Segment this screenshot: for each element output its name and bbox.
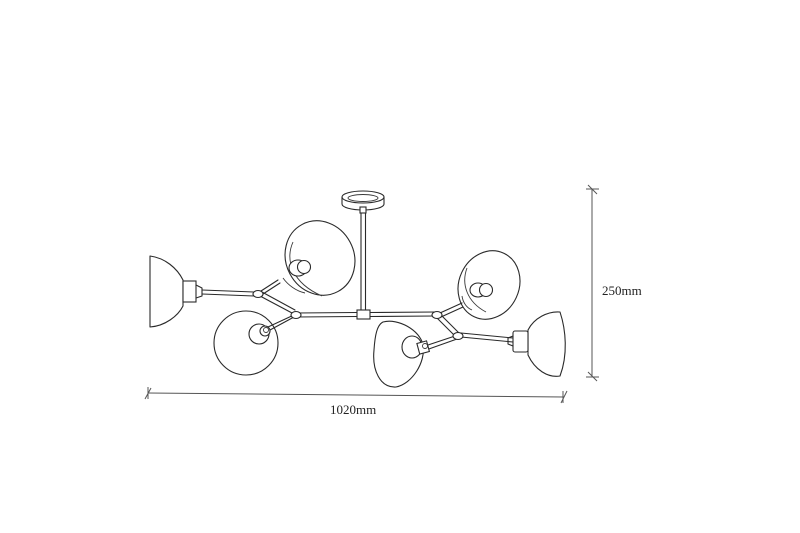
bottom-left-shade [213, 310, 279, 376]
downrod [360, 212, 367, 312]
center-hub [356, 309, 371, 320]
left-arm [201, 279, 302, 331]
width-label: 1020mm [330, 402, 377, 417]
bottom-center-shade [373, 320, 431, 388]
height-label: 250mm [602, 283, 642, 298]
height-dimension-line [586, 184, 599, 382]
top-right-shade [457, 250, 521, 320]
main-bar [295, 309, 436, 320]
ceiling-canopy [341, 190, 385, 214]
left-wall-shade [149, 255, 203, 328]
top-left-shade [282, 220, 356, 297]
width-dimension-line [144, 387, 568, 404]
right-arm [424, 302, 514, 351]
right-shade [507, 311, 566, 377]
